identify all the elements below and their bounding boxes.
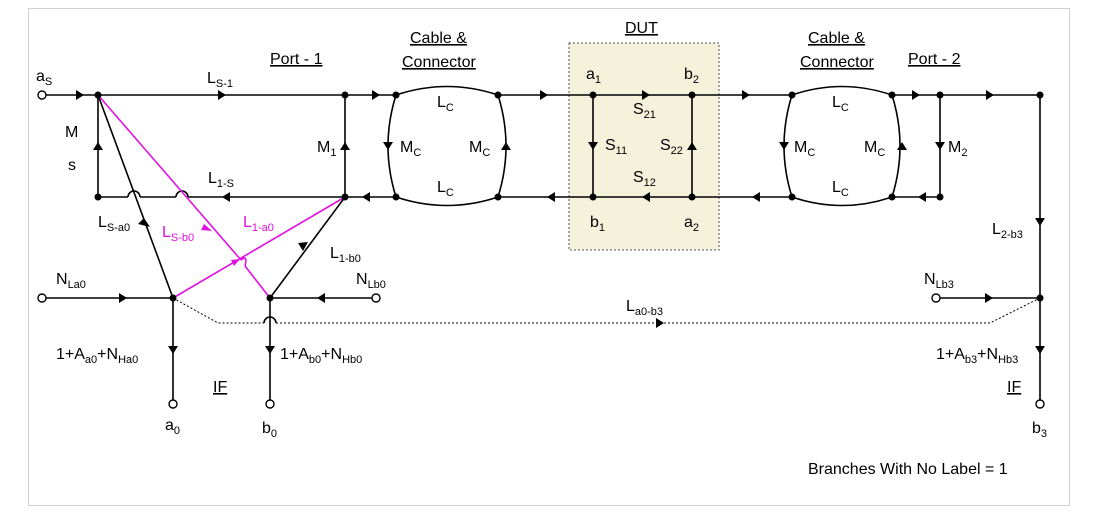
label-a2: a2 [684, 214, 699, 234]
label-mc-l2: MC [469, 139, 490, 159]
label-s22: S22 [660, 137, 683, 157]
label-ls1: LS-1 [207, 70, 233, 90]
label-lsa0: LS-a0 [98, 214, 130, 234]
branch-la0b3 [172, 297, 1041, 324]
port1-header: Port - 1 [270, 51, 323, 68]
label-m2: M2 [948, 139, 967, 159]
label-lc-tr: LC [832, 94, 849, 114]
nodes [94, 91, 1044, 302]
label-gain-b3: 1+Ab3+NHb3 [936, 346, 1018, 366]
label-ms-2: s [68, 157, 76, 174]
label-b3: b3 [1032, 420, 1047, 440]
label-m1: M1 [317, 139, 336, 159]
label-ms-1: M [65, 124, 78, 141]
cable-left-header-1: Cable & [410, 30, 467, 47]
diagram-frame [28, 8, 1070, 506]
cable-left-header-2: Connector [402, 54, 476, 71]
label-as: aS [36, 68, 52, 88]
label-l1s: L1-S [208, 170, 234, 190]
label-nlb0: NLb0 [356, 271, 386, 291]
label-lc-bl: LC [437, 179, 454, 199]
label-mc-l1: MC [400, 139, 421, 159]
label-s11: S11 [605, 137, 627, 157]
label-l2b3: L2-b3 [992, 221, 1023, 241]
if-right-header: IF [1007, 379, 1021, 396]
if-left-header: IF [213, 379, 227, 396]
label-nla0: NLa0 [56, 271, 86, 291]
magenta-branches [97, 94, 346, 299]
port2-header: Port - 2 [908, 51, 961, 68]
label-a1: a1 [586, 66, 601, 86]
label-a0: a0 [165, 417, 180, 437]
cable-right-header-2: Connector [800, 54, 874, 71]
label-nlb3: NLb3 [924, 271, 954, 291]
label-lc-br: LC [832, 179, 849, 199]
label-la0b3: La0-b3 [626, 298, 663, 318]
branches [46, 85, 1041, 400]
terminals [37, 90, 1045, 409]
label-s21: S21 [633, 101, 656, 121]
label-lsb0: LS-b0 [162, 224, 194, 244]
arrowheads [76, 90, 1045, 354]
magenta-arrowheads [201, 224, 240, 266]
label-s12: S12 [633, 169, 656, 189]
label-mc-r1: MC [794, 139, 815, 159]
label-l1a0: L1-a0 [243, 214, 274, 234]
label-gain-b0: 1+Ab0+NHb0 [280, 346, 362, 366]
label-mc-r2: MC [864, 139, 885, 159]
label-b0: b0 [262, 420, 277, 440]
cable-right-header-1: Cable & [808, 30, 865, 47]
dut-header: DUT [625, 20, 658, 37]
label-l1b0: L1-b0 [330, 245, 361, 265]
label-lc-tl: LC [437, 94, 454, 114]
footnote: Branches With No Label = 1 [808, 461, 1008, 478]
label-gain-a0: 1+Aa0+NHa0 [56, 346, 138, 366]
label-b1: b1 [590, 214, 605, 234]
label-b2: b2 [684, 66, 699, 86]
